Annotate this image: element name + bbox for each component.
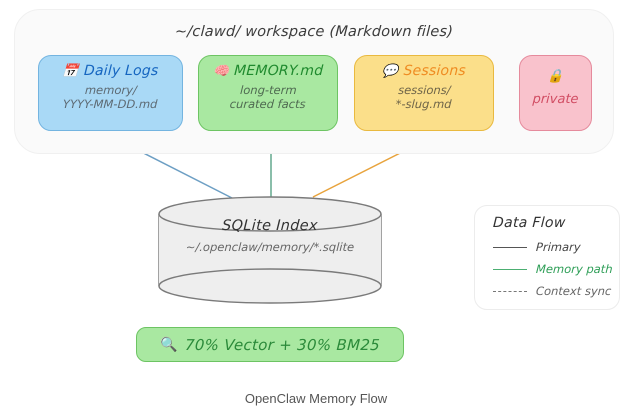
legend-title: Data Flow [492, 215, 566, 231]
card-sessions[interactable]: 💬 Sessions sessions/ *-slug.md [354, 55, 494, 131]
search-strategy-label: 70% Vector + 30% BM25 [184, 335, 381, 354]
legend-data-flow: Data Flow Primary Memory path Context sy… [474, 205, 620, 310]
calendar-icon: 📅 [62, 63, 80, 79]
legend-item-primary: Primary [493, 240, 619, 254]
card-daily-logs-subtitle: memory/ YYYY-MM-DD.md [62, 83, 158, 112]
card-memory-md-subtitle: long-term curated facts [229, 83, 306, 112]
search-strategy-pill[interactable]: 🔍 70% Vector + 30% BM25 [136, 327, 404, 362]
card-sessions-title: Sessions [403, 63, 467, 79]
legend-label-memory-path: Memory path [535, 262, 613, 276]
legend-item-context-sync: Context sync [493, 284, 619, 298]
lock-icon: 🔒 [546, 69, 565, 84]
legend-item-memory-path: Memory path [493, 262, 619, 276]
speech-balloon-icon: 💬 [381, 63, 399, 79]
card-memory-md[interactable]: 🧠 MEMORY.md long-term curated facts [198, 55, 338, 131]
card-memory-md-header: 🧠 MEMORY.md [199, 63, 338, 79]
legend-label-context-sync: Context sync [535, 284, 612, 298]
legend-swatch-primary [493, 246, 527, 248]
card-private[interactable]: 🔒 private [519, 55, 592, 131]
cylinder-shape [158, 196, 382, 304]
brain-icon: 🧠 [212, 63, 230, 79]
card-private-title: private [532, 92, 579, 107]
legend-swatch-context-sync [493, 290, 527, 292]
diagram-caption: OpenClaw Memory Flow [244, 391, 388, 406]
workspace-title: ~/clawd/ workspace (Markdown files) [174, 24, 454, 40]
card-daily-logs-title: Daily Logs [83, 63, 159, 79]
card-memory-md-title: MEMORY.md [233, 63, 324, 79]
legend-label-primary: Primary [535, 240, 582, 254]
card-daily-logs[interactable]: 📅 Daily Logs memory/ YYYY-MM-DD.md [38, 55, 183, 131]
card-private-header: 🔒 [520, 68, 592, 84]
legend-swatch-memory-path [493, 268, 527, 270]
magnifying-glass-icon: 🔍 [160, 336, 178, 353]
card-sessions-subtitle: sessions/ *-slug.md [395, 83, 452, 112]
card-daily-logs-header: 📅 Daily Logs [39, 63, 183, 79]
card-sessions-header: 💬 Sessions [355, 63, 494, 79]
sqlite-index-cylinder[interactable]: SQLite Index ~/.openclaw/memory/*.sqlite [158, 196, 382, 304]
